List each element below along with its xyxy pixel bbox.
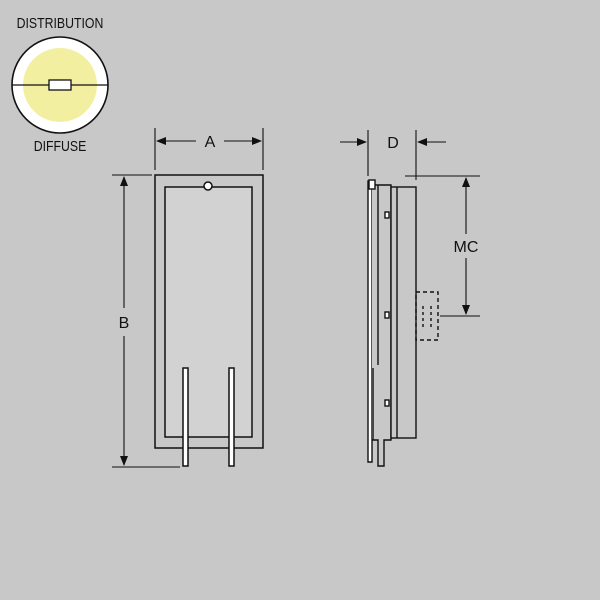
- dimension-a: [154, 128, 264, 170]
- dimension-b: [112, 174, 180, 468]
- distribution-legend: DISTRIBUTION DIFFUSE: [11, 15, 109, 154]
- dimension-d-label: D: [387, 135, 399, 152]
- front-view: [154, 174, 264, 467]
- side-tab-3: [384, 399, 390, 407]
- side-housing: [390, 186, 417, 439]
- side-tab-2: [384, 311, 390, 319]
- mounting-screw-icon: [203, 181, 213, 191]
- side-view: [367, 179, 439, 467]
- mounting-strip-right: [228, 367, 235, 467]
- side-wall-plate: [367, 180, 373, 463]
- dimension-d: [340, 130, 446, 180]
- junction-box-outline: [415, 291, 439, 341]
- front-lens-panel: [164, 186, 253, 438]
- side-tab-1: [384, 211, 390, 219]
- fixture-symbol: [48, 79, 72, 91]
- distribution-heading: DISTRIBUTION: [17, 15, 104, 31]
- dimension-b-label: B: [119, 315, 130, 332]
- mounting-strip-left: [182, 367, 189, 467]
- dimension-mc: [405, 175, 480, 317]
- side-bracket: [372, 184, 392, 467]
- dimension-mc-label: MC: [454, 239, 479, 256]
- side-top-cap: [368, 179, 376, 190]
- diffuse-caption: DIFFUSE: [34, 138, 87, 154]
- dimension-a-label: A: [205, 134, 216, 151]
